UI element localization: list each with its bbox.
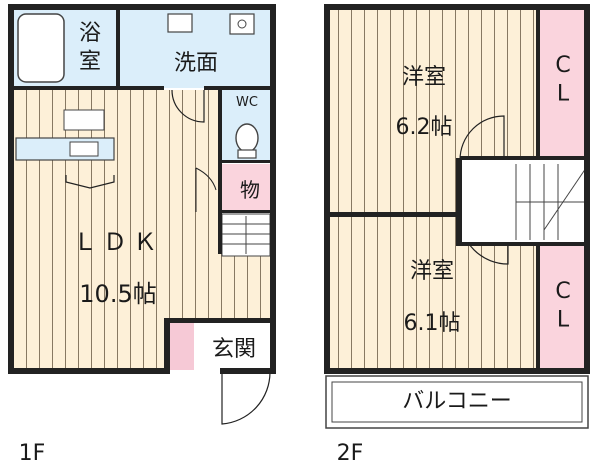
- kitchen-counter: [15, 137, 115, 161]
- stove-icon: [63, 109, 105, 131]
- kitchen-sink-icon: [69, 141, 99, 157]
- bathtub-icon: [17, 13, 65, 83]
- storage-label: 物: [240, 178, 260, 202]
- washroom-label: 洗面: [174, 51, 218, 76]
- closet-upper: [540, 8, 586, 158]
- washing-machine-icon: [167, 13, 193, 33]
- wc-label: WC: [236, 95, 258, 110]
- upper-door-swing: [459, 115, 505, 161]
- floor-2-label: 2F: [337, 441, 364, 466]
- bath-label: 浴室: [79, 21, 101, 75]
- stairs-1f: [221, 213, 271, 257]
- stairs-2f: [460, 160, 587, 244]
- ldk-size: 10.5帖: [79, 280, 156, 308]
- kitchen-hood-icon: [65, 175, 115, 189]
- ldk-extension: [222, 250, 270, 320]
- entrance-accent: [170, 322, 194, 370]
- western-upper-size: 6.2帖: [396, 115, 453, 140]
- western-upper-name: 洋室: [402, 65, 446, 90]
- western-lower-size: 6.1帖: [404, 311, 461, 336]
- walls-2f: [324, 4, 590, 374]
- closet-lower: [540, 244, 586, 368]
- floor-1: 浴室 洗面 ＬＤＫ 10.5帖 WC 物: [8, 4, 276, 466]
- storage-door: [195, 167, 217, 212]
- sink-icon: [229, 13, 255, 35]
- balcony: [325, 375, 589, 429]
- storage-room: [222, 164, 272, 212]
- western-lower-name: 洋室: [410, 259, 454, 284]
- walls-1f: [8, 4, 276, 374]
- floor-1-label: 1F: [19, 441, 46, 466]
- toilet-icon: [235, 123, 259, 153]
- ldk-name: ＬＤＫ: [73, 228, 163, 256]
- entrance-label: 玄関: [212, 337, 256, 362]
- balcony-label: バルコニー: [402, 389, 512, 414]
- ldk-door-swing: [171, 89, 205, 123]
- entrance-door-swing: [221, 371, 271, 425]
